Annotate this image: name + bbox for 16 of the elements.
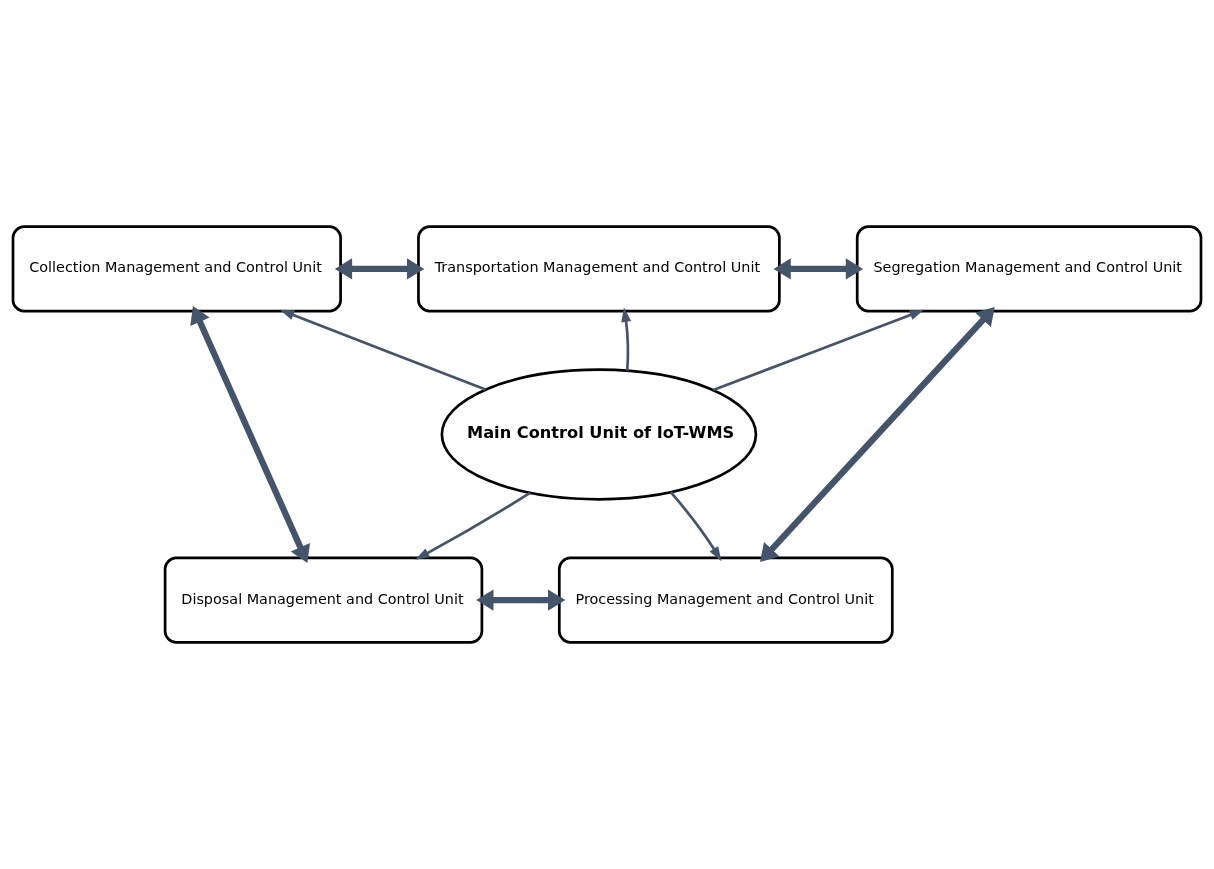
arrow [712, 309, 925, 392]
arrow [760, 307, 995, 562]
node-box: Segregation Management and Control Unit [855, 225, 1203, 313]
node-box: Processing Management and Control Unit [557, 556, 894, 644]
arrow [279, 309, 487, 391]
arrow [476, 589, 566, 611]
node-ellipse: Main Control Unit of IoT-WMS [440, 368, 758, 501]
arrow [415, 491, 531, 560]
arrow [773, 258, 864, 280]
arrow [334, 258, 425, 280]
node-box: Collection Management and Control Unit [11, 225, 342, 313]
arrow [621, 307, 632, 371]
node-box: Transportation Management and Control Unit [417, 225, 781, 313]
node-box: Disposal Management and Control Unit [163, 556, 484, 644]
arrow [669, 491, 722, 562]
arrow [190, 306, 311, 564]
